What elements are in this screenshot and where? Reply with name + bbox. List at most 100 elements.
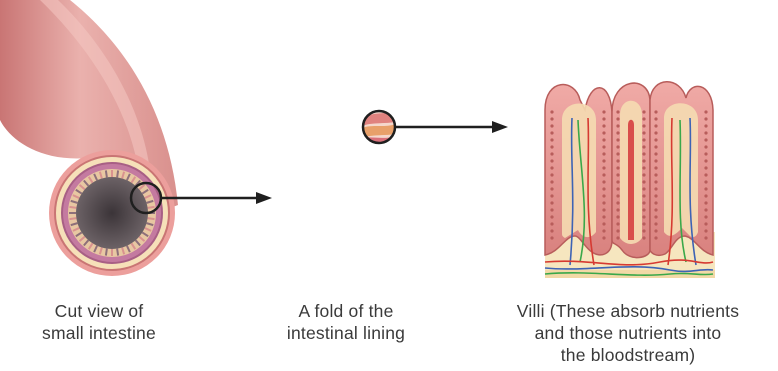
epithelial-cell	[704, 159, 707, 162]
epithelial-cell	[654, 229, 657, 232]
mucosa-fold	[117, 170, 118, 177]
epithelial-cell	[704, 194, 707, 197]
epithelial-cell	[642, 222, 645, 225]
epithelial-cell	[642, 173, 645, 176]
epithelial-cell	[602, 110, 605, 113]
epithelial-cell	[550, 194, 553, 197]
epithelial-cell	[602, 187, 605, 190]
epithelial-cell	[616, 117, 619, 120]
epithelial-cell	[642, 117, 645, 120]
epithelial-cell	[550, 138, 553, 141]
epithelial-cell	[602, 124, 605, 127]
epithelial-cell	[704, 145, 707, 148]
epithelial-cell	[642, 201, 645, 204]
caption-villi-line-3: the bloodstream)	[478, 344, 778, 366]
epithelial-cell	[550, 166, 553, 169]
epithelial-cell	[654, 145, 657, 148]
epithelial-cell	[550, 117, 553, 120]
mucosa-fold	[106, 249, 107, 256]
epithelial-cell	[642, 138, 645, 141]
caption-fold-line-2: intestinal lining	[258, 322, 434, 344]
epithelial-cell	[654, 131, 657, 134]
epithelial-cell	[550, 173, 553, 176]
epithelial-cell	[654, 110, 657, 113]
epithelial-cell	[602, 117, 605, 120]
villi-illustration	[545, 82, 715, 278]
caption-intestine-cut: Cut view of small intestine	[14, 300, 184, 344]
epithelial-cell	[642, 180, 645, 183]
epithelial-cell	[704, 110, 707, 113]
epithelial-cell	[550, 187, 553, 190]
epithelial-cell	[616, 159, 619, 162]
mucosa-fold	[106, 170, 107, 177]
epithelial-cell	[550, 110, 553, 113]
epithelial-cell	[704, 152, 707, 155]
pointer-arrow-2-icon	[395, 121, 508, 133]
epithelial-cell	[550, 159, 553, 162]
epithelial-cell	[602, 152, 605, 155]
epithelial-cell	[602, 131, 605, 134]
epithelial-cell	[654, 222, 657, 225]
epithelial-cell	[550, 222, 553, 225]
intestine-lumen	[76, 177, 148, 249]
epithelial-cell	[704, 215, 707, 218]
epithelial-cell	[602, 194, 605, 197]
epithelial-cell	[550, 236, 553, 239]
epithelial-cell	[654, 236, 657, 239]
epithelial-cell	[616, 180, 619, 183]
epithelial-cell	[704, 131, 707, 134]
mucosa-fold	[117, 249, 118, 256]
epithelial-cell	[642, 110, 645, 113]
caption-villi-line-1: Villi (These absorb nutrients	[478, 300, 778, 322]
epithelial-cell	[704, 222, 707, 225]
epithelial-cell	[642, 194, 645, 197]
caption-villi: Villi (These absorb nutrients and those …	[478, 300, 778, 366]
epithelial-cell	[602, 173, 605, 176]
epithelial-cell	[616, 173, 619, 176]
epithelial-cell	[616, 194, 619, 197]
epithelial-cell	[654, 124, 657, 127]
caption-fold: A fold of the intestinal lining	[258, 300, 434, 344]
epithelial-cell	[616, 229, 619, 232]
epithelial-cell	[654, 152, 657, 155]
epithelial-cell	[642, 215, 645, 218]
epithelial-cell	[616, 215, 619, 218]
mucosa-fold	[148, 218, 155, 219]
epithelial-cell	[616, 201, 619, 204]
epithelial-cell	[616, 145, 619, 148]
epithelial-cell	[550, 180, 553, 183]
epithelial-cell	[704, 124, 707, 127]
epithelial-cell	[550, 131, 553, 134]
epithelial-cell	[642, 152, 645, 155]
mucosa-fold	[69, 218, 76, 219]
epithelial-cell	[642, 229, 645, 232]
epithelial-cell	[704, 173, 707, 176]
epithelial-cell	[654, 117, 657, 120]
caption-intestine-cut-line-2: small intestine	[14, 322, 184, 344]
epithelial-cell	[704, 117, 707, 120]
epithelial-cell	[602, 138, 605, 141]
epithelial-cell	[616, 187, 619, 190]
caption-intestine-cut-line-1: Cut view of	[14, 300, 184, 322]
epithelial-cell	[642, 159, 645, 162]
epithelial-cell	[616, 124, 619, 127]
epithelial-cell	[654, 208, 657, 211]
epithelial-cell	[654, 215, 657, 218]
epithelial-cell	[654, 159, 657, 162]
epithelial-cell	[550, 201, 553, 204]
epithelial-cell	[602, 236, 605, 239]
epithelial-cell	[550, 124, 553, 127]
epithelial-cell	[616, 138, 619, 141]
epithelial-cell	[642, 236, 645, 239]
epithelial-cell	[704, 236, 707, 239]
epithelial-cell	[654, 201, 657, 204]
mucosa-fold	[148, 207, 155, 208]
epithelial-cell	[616, 236, 619, 239]
epithelial-cell	[616, 110, 619, 113]
epithelial-cell	[654, 173, 657, 176]
caption-fold-line-1: A fold of the	[258, 300, 434, 322]
epithelial-cell	[654, 180, 657, 183]
epithelial-cell	[602, 180, 605, 183]
epithelial-cell	[704, 180, 707, 183]
epithelial-cell	[704, 166, 707, 169]
